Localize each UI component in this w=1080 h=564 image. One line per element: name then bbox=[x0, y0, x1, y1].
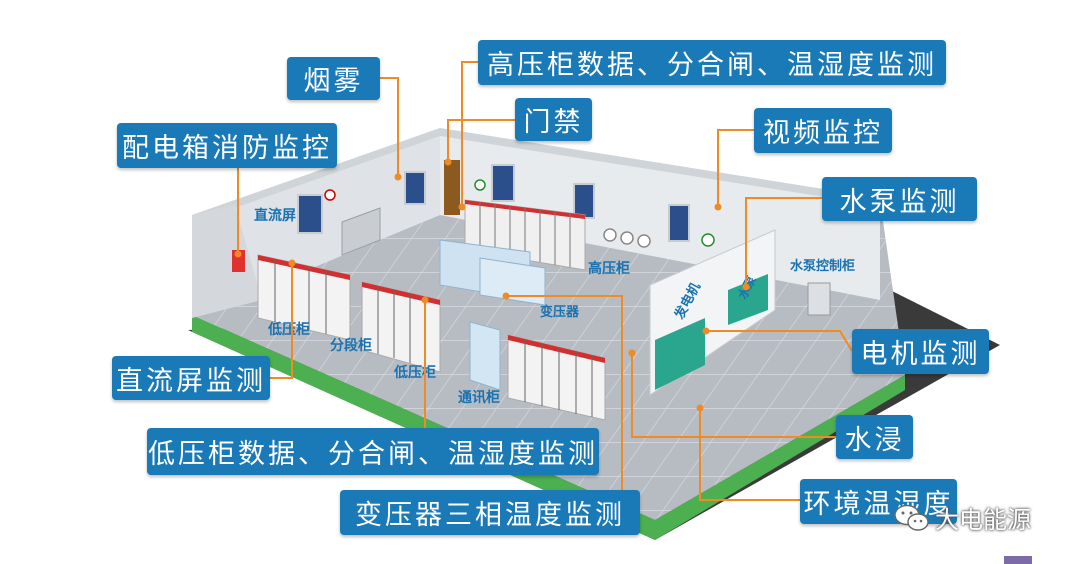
callout-water-leak: 水浸 bbox=[836, 415, 913, 459]
corner-mark bbox=[1004, 556, 1032, 564]
watermark-text: 大电能源 bbox=[935, 506, 1031, 534]
callout-motor: 电机监测 bbox=[852, 329, 989, 374]
battery-rack bbox=[341, 207, 381, 256]
leader-motor bbox=[708, 330, 853, 352]
window bbox=[297, 194, 323, 234]
window bbox=[668, 204, 690, 242]
comm-cabinet bbox=[469, 321, 501, 391]
callout-environment: 环境温湿度 bbox=[800, 479, 957, 524]
label-pump-control: 水泵控制柜 bbox=[790, 258, 855, 274]
callout-dc-panel: 直流屏监测 bbox=[112, 356, 270, 400]
door bbox=[444, 160, 460, 215]
label-comm: 通讯柜 bbox=[458, 389, 500, 406]
sensor bbox=[637, 234, 651, 248]
label-dc-panel: 直流屏 bbox=[254, 207, 296, 224]
label-lv-left: 低压柜 bbox=[267, 321, 310, 338]
callout-transformer: 变压器三相温度监测 bbox=[340, 490, 640, 535]
wechat-icon bbox=[894, 504, 929, 531]
watermark: 大电能源 bbox=[893, 500, 1031, 535]
leader-hv bbox=[461, 61, 478, 205]
callout-lv-cabinet: 低压柜数据、分合闸、温湿度监测 bbox=[147, 428, 599, 475]
sensor bbox=[701, 233, 715, 247]
label-lv-right: 低压柜 bbox=[393, 364, 436, 381]
label-transformer: 变压器 bbox=[540, 304, 580, 320]
callout-video: 视频监控 bbox=[754, 108, 892, 153]
leader-door bbox=[447, 119, 515, 160]
generator bbox=[655, 318, 705, 390]
back-wall-top bbox=[192, 128, 880, 220]
sensor bbox=[620, 231, 634, 245]
sensor bbox=[324, 189, 336, 201]
leader-pump bbox=[745, 197, 822, 285]
leader-leak bbox=[631, 355, 836, 438]
callout-smoke: 烟雾 bbox=[287, 57, 380, 100]
sensor bbox=[474, 179, 486, 191]
leader-dc bbox=[270, 265, 293, 379]
pump bbox=[728, 274, 768, 325]
label-hv: 高压柜 bbox=[588, 260, 630, 277]
window bbox=[404, 171, 426, 205]
callout-distribution-fire: 配电箱消防监控 bbox=[117, 123, 337, 168]
leader-video bbox=[717, 129, 754, 205]
floor-edge bbox=[192, 315, 905, 540]
callout-hv-cabinet: 高压柜数据、分合闸、温湿度监测 bbox=[478, 40, 946, 85]
leader-transformer bbox=[508, 295, 623, 492]
leader-env bbox=[699, 410, 800, 501]
window bbox=[573, 183, 595, 219]
callout-water-pump: 水泵监测 bbox=[822, 177, 977, 221]
sensor bbox=[603, 228, 617, 242]
label-section: 分段柜 bbox=[330, 337, 372, 354]
window bbox=[491, 164, 515, 202]
leader-smoke bbox=[380, 77, 399, 175]
callout-door-access: 门禁 bbox=[515, 98, 592, 141]
pump-control-cabinet bbox=[807, 282, 831, 316]
left-wall bbox=[192, 205, 262, 318]
